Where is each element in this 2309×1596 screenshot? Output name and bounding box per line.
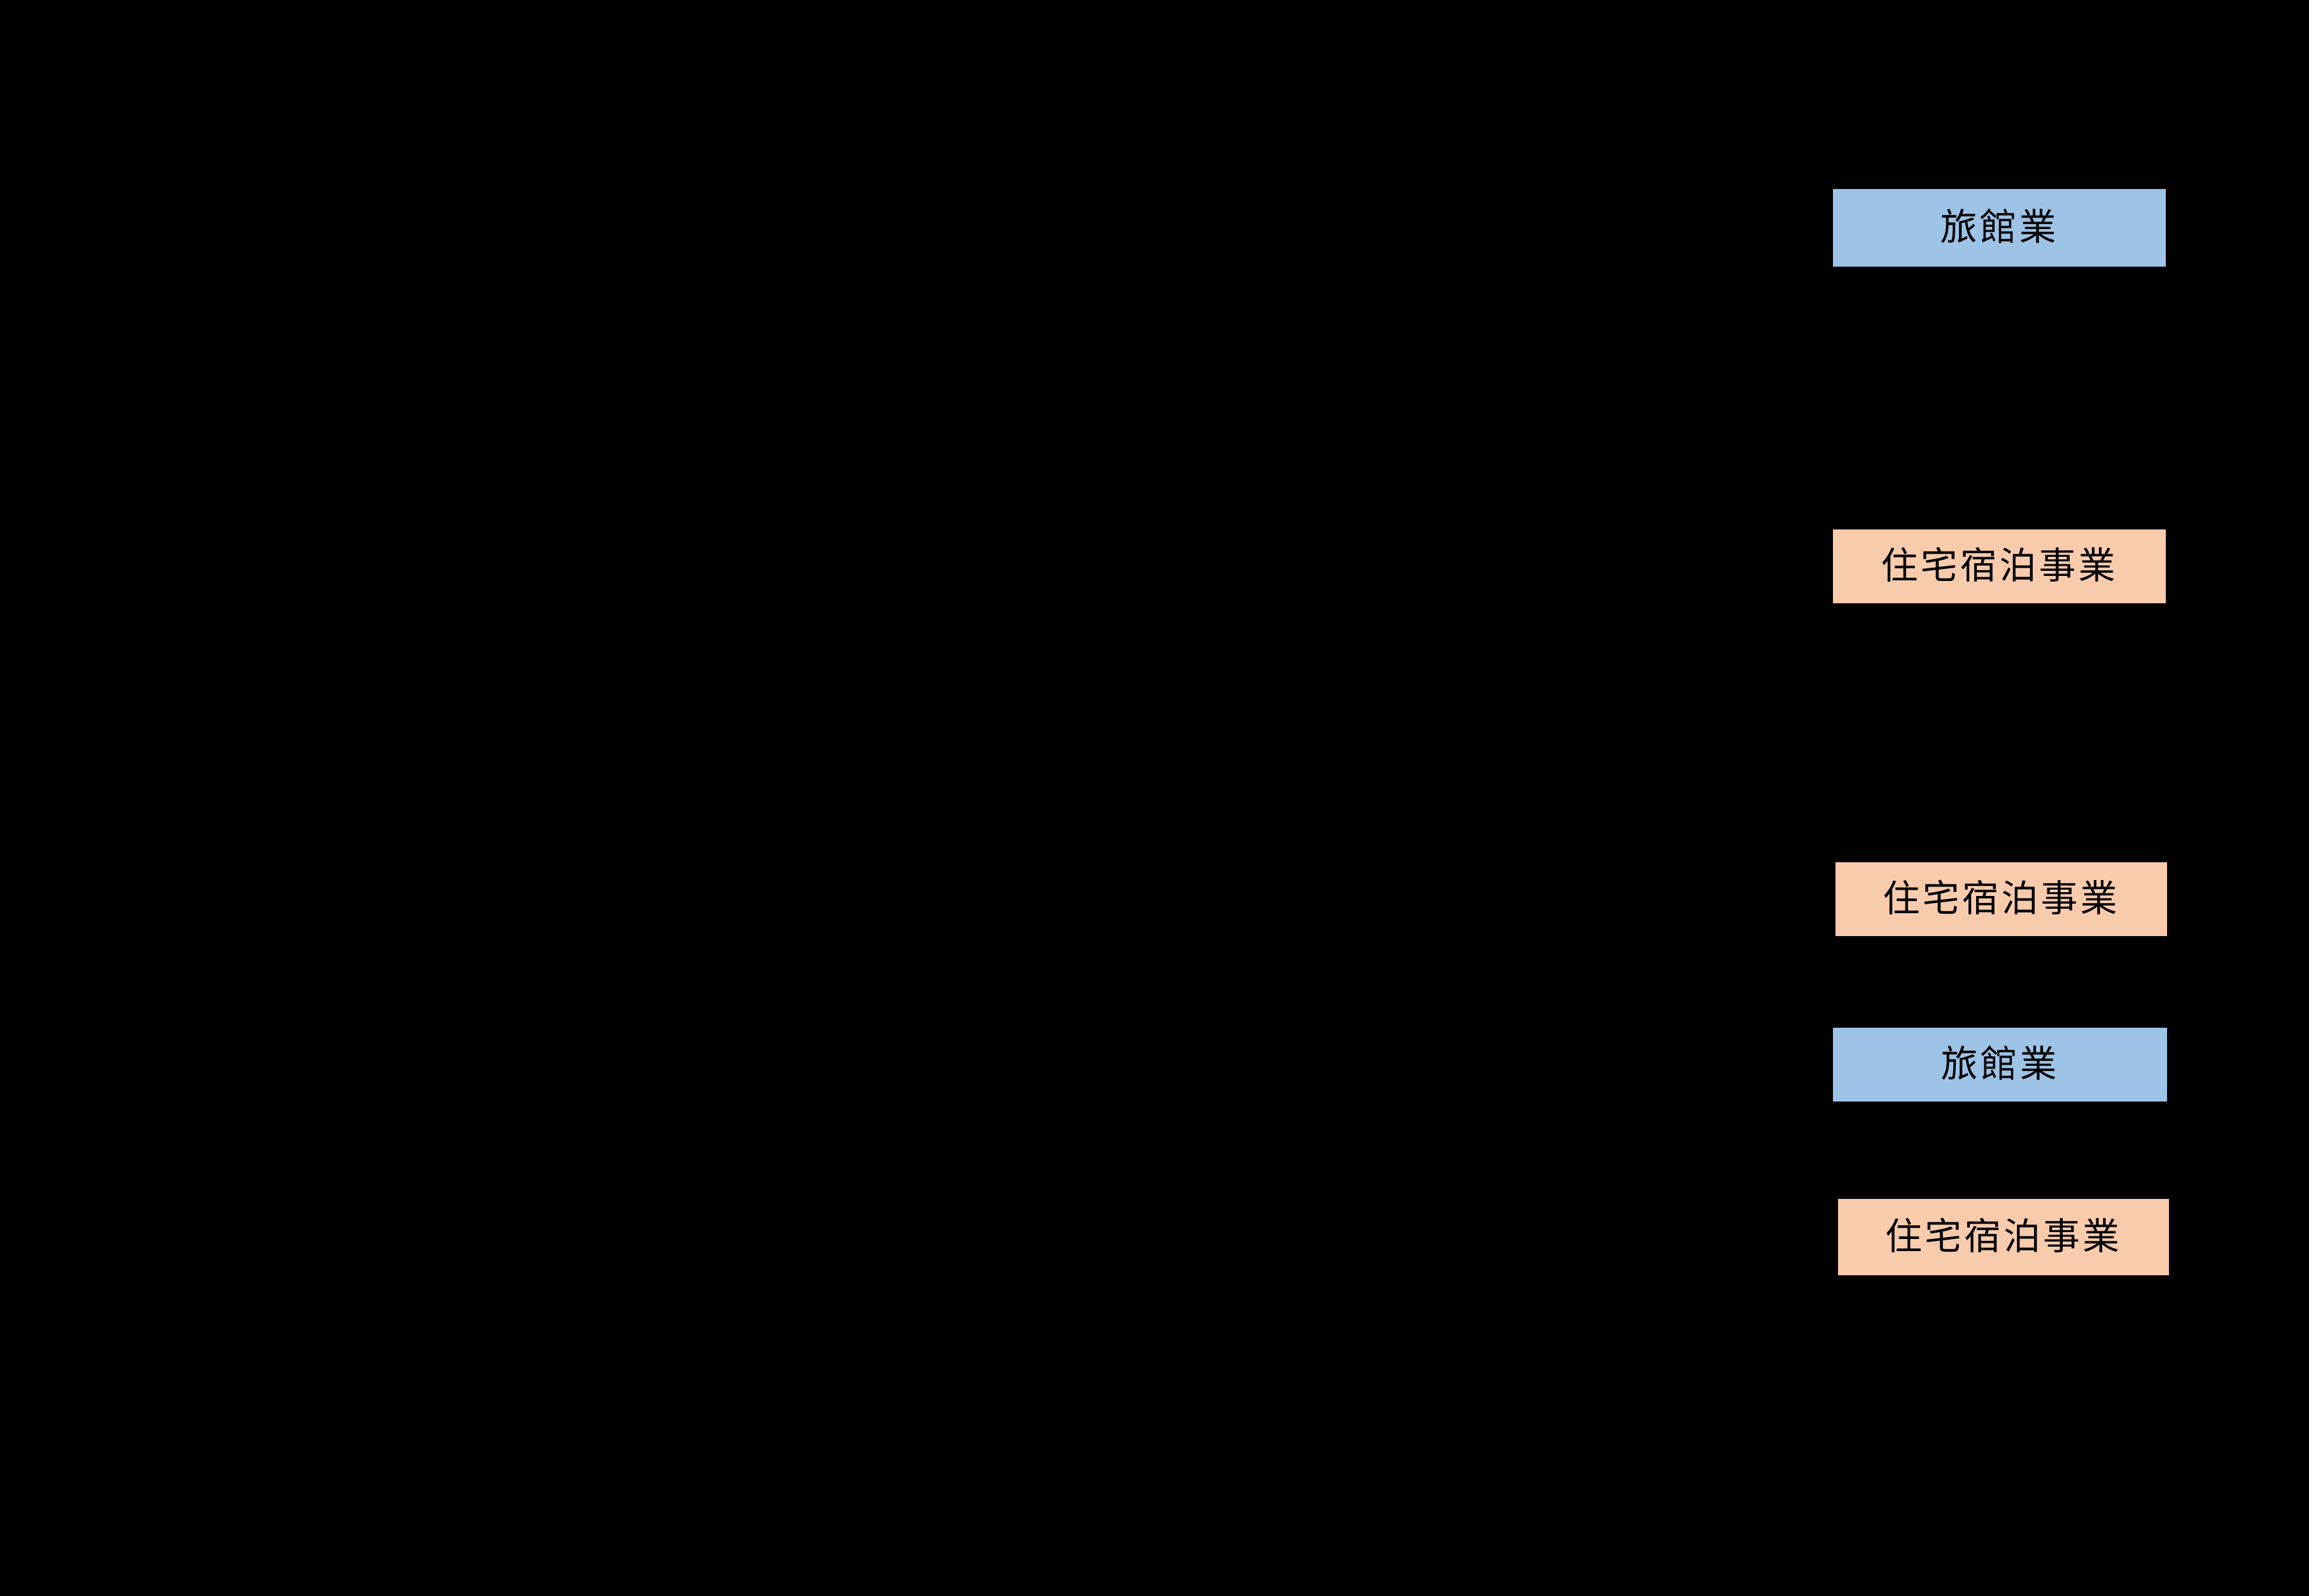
label-text: 住宅宿泊事業 — [1881, 545, 2118, 587]
label-text: 旅館業 — [1940, 207, 2059, 248]
label-text: 住宅宿泊事業 — [1883, 878, 2120, 920]
label-text: 住宅宿泊事業 — [1884, 1216, 2122, 1257]
label-private-lodging-business-3: 住宅宿泊事業 — [1838, 1199, 2169, 1275]
label-text: 旅館業 — [1941, 1044, 2060, 1085]
label-ryokan-business-1: 旅館業 — [1833, 189, 2166, 267]
label-private-lodging-business-1: 住宅宿泊事業 — [1833, 529, 2166, 603]
label-ryokan-business-2: 旅館業 — [1833, 1028, 2167, 1102]
label-private-lodging-business-2: 住宅宿泊事業 — [1835, 862, 2167, 936]
